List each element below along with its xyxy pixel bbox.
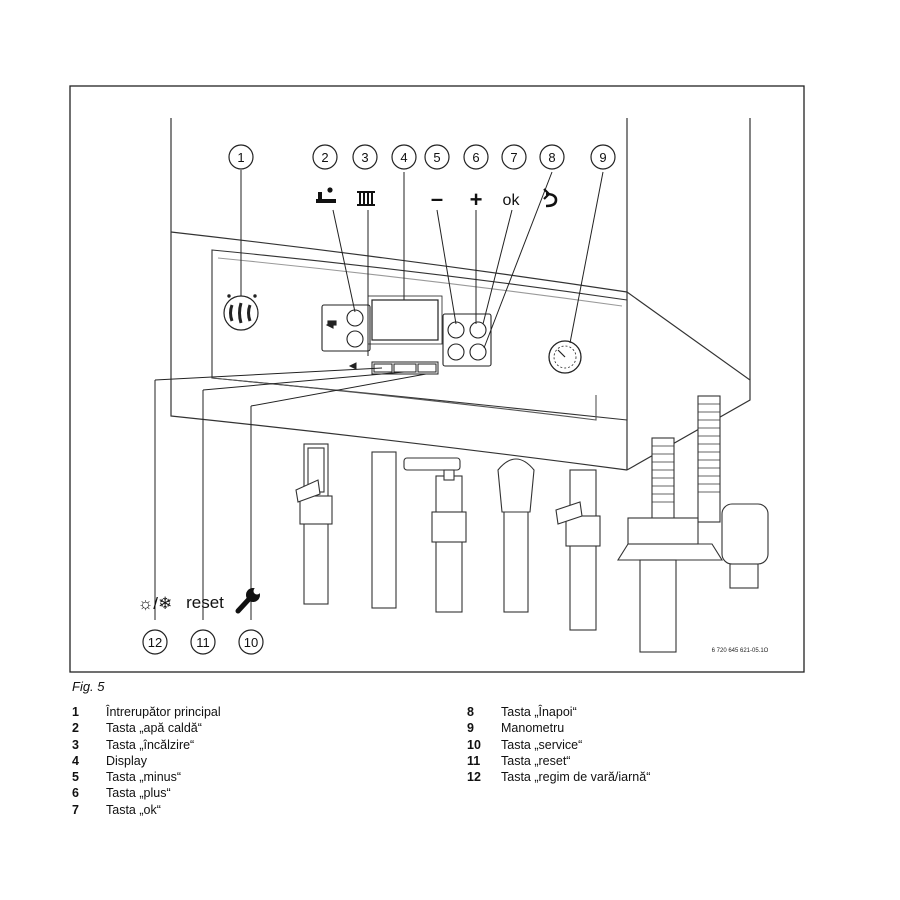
- manometer: [548, 340, 582, 374]
- callout-4: [391, 144, 417, 170]
- ok-symbol: ok: [503, 192, 521, 209]
- main-switch: [223, 294, 259, 331]
- display: [371, 299, 439, 341]
- summer-winter-symbol: ☼/❄: [138, 594, 173, 613]
- legend-text: Tasta „Înapoi“: [501, 705, 577, 719]
- callout-11-label: 11: [196, 635, 210, 650]
- legend-item: 2 Tasta „apă caldă“: [72, 720, 221, 736]
- boiler-body: [170, 118, 751, 471]
- hot-water-icon: [316, 187, 336, 203]
- callout-1: [228, 144, 254, 170]
- legend-text: Tasta „apă caldă“: [106, 721, 202, 736]
- legend-text: Display: [106, 753, 147, 768]
- service-reset-strip: [348, 361, 439, 375]
- legend-number: 9: [467, 721, 474, 736]
- minus-symbol: –: [431, 186, 443, 211]
- legend-item: 8 Tasta „Înapoi“: [467, 704, 650, 720]
- callouts: [142, 144, 616, 655]
- callout-6: [463, 144, 489, 170]
- legend-text: Tasta „regim de vară/iarnă“: [501, 770, 651, 785]
- callout-6-label: 6: [472, 150, 479, 165]
- legend-number: 8: [467, 705, 474, 719]
- navigation-keys: [442, 313, 492, 367]
- legend-item: 10 Tasta „service“: [467, 737, 650, 753]
- legend-number: 11: [467, 753, 481, 768]
- legend-number: 10: [467, 737, 481, 752]
- legend-item: 11 Tasta „reset“: [467, 753, 650, 769]
- legend-item: 3 Tasta „încălzire“: [72, 737, 221, 753]
- hot-water-heating-keys: [321, 304, 371, 352]
- callout-5-label: 5: [433, 150, 440, 165]
- callout-7: [501, 144, 527, 170]
- callout-2-label: 2: [321, 150, 328, 165]
- legend-item: 12 Tasta „regim de vară/iarnă“: [467, 769, 650, 785]
- legend-number: 1: [72, 705, 79, 719]
- legend-number: 2: [72, 721, 79, 736]
- legend-text: Tasta „plus“: [106, 786, 171, 801]
- legend-number: 3: [72, 737, 79, 752]
- callout-9-label: 9: [599, 150, 606, 165]
- legend-text: Întrerupător principal: [106, 705, 221, 719]
- callout-12: [142, 629, 168, 655]
- figure-code: 6 720 645 621-05.1O: [712, 648, 769, 654]
- callout-11: [190, 629, 216, 655]
- radiator-icon: [357, 191, 375, 206]
- plus-symbol: +: [470, 187, 483, 212]
- legend-number: 6: [72, 786, 79, 801]
- callout-1-label: 1: [237, 150, 244, 165]
- callout-5: [424, 144, 450, 170]
- legend-text: Manometru: [501, 721, 565, 736]
- callout-4-label: 4: [400, 150, 407, 165]
- legend-item: 7 Tasta „ok“: [72, 802, 221, 818]
- legend-text: Tasta „încălzire“: [106, 737, 195, 752]
- wrench-icon: [235, 587, 261, 614]
- callout-8: [539, 144, 565, 170]
- legend-right: 8 Tasta „Înapoi“ 9 Manometru 10 Tasta „servic…: [467, 704, 650, 785]
- callout-9: [590, 144, 616, 170]
- callout-10: [238, 629, 264, 655]
- legend-number: 7: [72, 802, 79, 817]
- callout-3: [352, 144, 378, 170]
- callout-numbers: 1 2 3 4 5 6 7 8 9 10 11 12: [148, 150, 607, 650]
- legend-left: 1 Întrerupător principal 2 Tasta „apă caldă…: [72, 704, 221, 818]
- legend-text: Tasta „ok“: [106, 802, 161, 817]
- leader-lines: [154, 170, 604, 620]
- legend-number: 12: [467, 770, 481, 785]
- legend-number: 4: [72, 753, 79, 768]
- legend-item: 9 Manometru: [467, 720, 650, 736]
- callout-3-label: 3: [361, 150, 368, 165]
- callout-12-label: 12: [148, 635, 162, 650]
- figure-caption: Fig. 5: [72, 679, 105, 694]
- back-arrow-icon: [543, 188, 558, 208]
- legend-text: Tasta „minus“: [106, 770, 182, 785]
- legend-text: Tasta „service“: [501, 737, 583, 752]
- callout-8-label: 8: [548, 150, 555, 165]
- legend-number: 5: [72, 770, 79, 785]
- legend-item: 1 Întrerupător principal: [72, 704, 221, 720]
- legend-item: 6 Tasta „plus“: [72, 785, 221, 801]
- legend-text: Tasta „reset“: [501, 753, 571, 768]
- legend-item: 4 Display: [72, 753, 221, 769]
- legend-item: 5 Tasta „minus“: [72, 769, 221, 785]
- hose-ribs: [652, 403, 720, 503]
- callout-2: [312, 144, 338, 170]
- pipes: [295, 395, 769, 653]
- callout-7-label: 7: [510, 150, 517, 165]
- callout-10-label: 10: [244, 635, 258, 650]
- reset-symbol: reset: [186, 593, 224, 612]
